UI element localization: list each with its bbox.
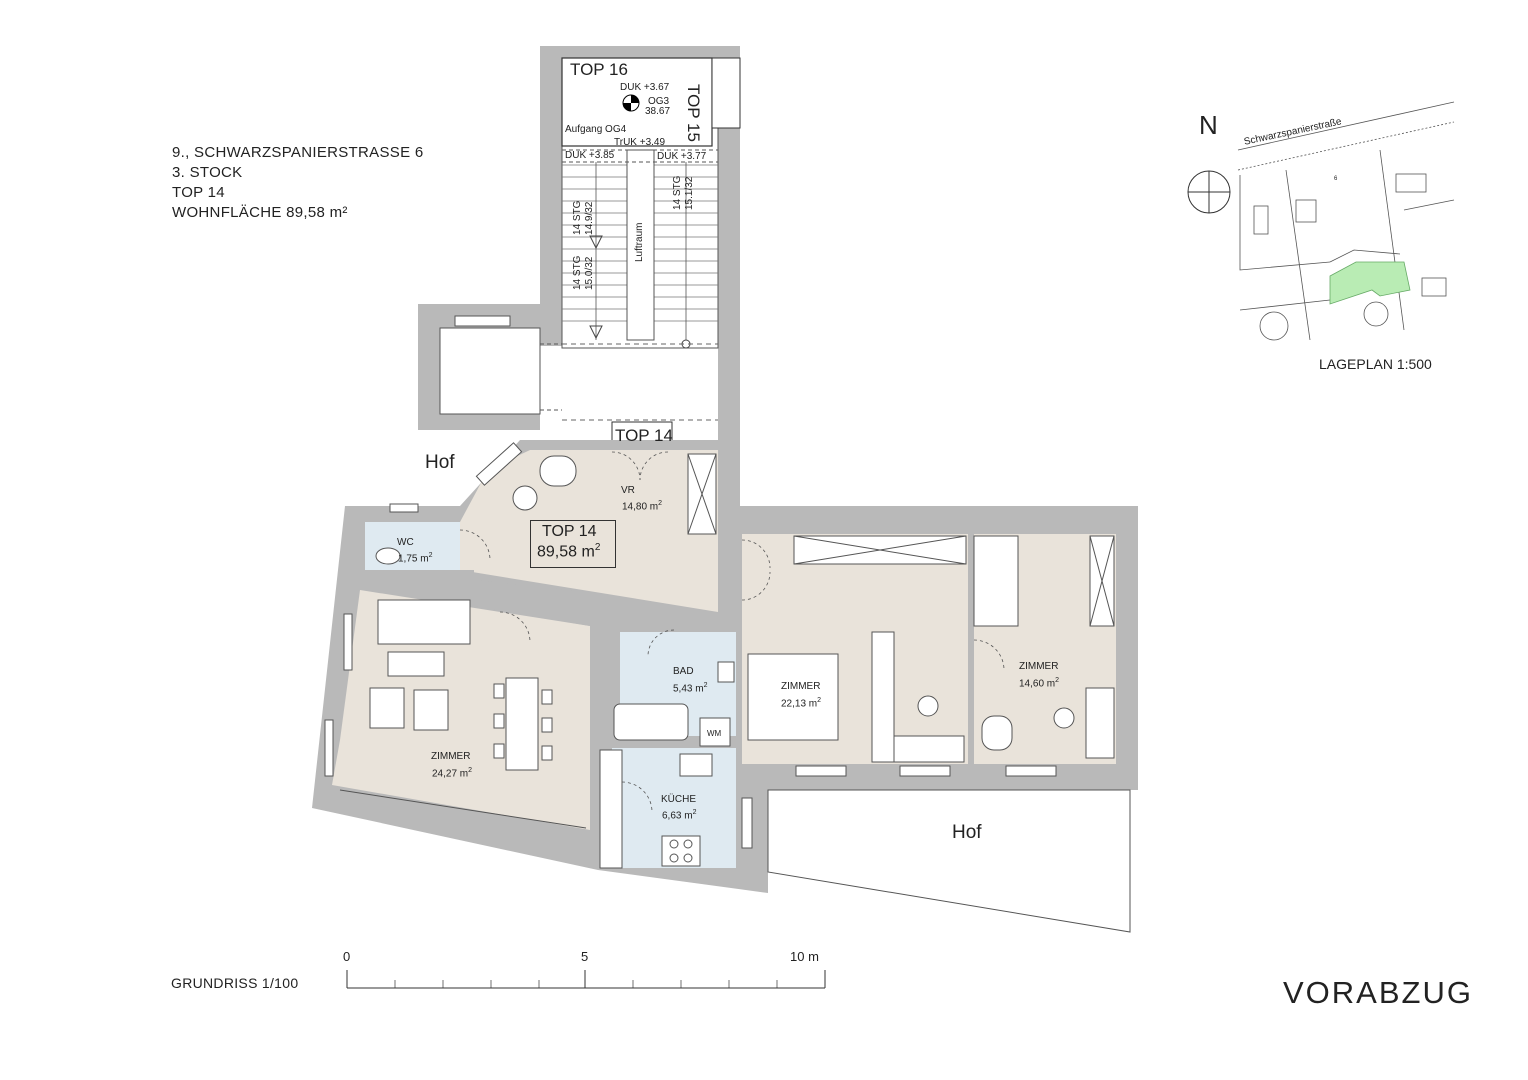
truk-label: TrUK +3.49 [614, 137, 666, 148]
furniture [324, 442, 1115, 869]
flight2-a: 14 STG [572, 255, 583, 290]
unit-line: TOP 14 [172, 184, 225, 201]
unit-name: TOP 14 [542, 523, 597, 540]
wc-area: 1,75 m2 [398, 552, 433, 565]
flight2-b: 15.0/32 [584, 256, 595, 290]
plot-number: 6 [1334, 176, 1338, 182]
lift-shaft [418, 304, 562, 430]
mid-room-area: 22,13 m2 [781, 697, 822, 710]
unit-area: 89,58 m2 [537, 542, 601, 561]
duk-level-label: DUK +3.67 [620, 82, 670, 93]
area-line: WOHNFLÄCHE 89,58 m² [172, 204, 348, 221]
living-name: ZIMMER [431, 751, 471, 762]
right-room-area: 14,60 m2 [1019, 677, 1060, 690]
stairwell [540, 46, 741, 451]
floor-line: 3. STOCK [172, 164, 243, 181]
right-room-name: ZIMMER [1019, 661, 1059, 672]
scale-tick-0: 0 [343, 949, 351, 964]
wc-name: WC [397, 537, 414, 548]
scale-bar [346, 970, 826, 989]
compass-icon [1187, 170, 1231, 214]
site-plan-caption: LAGEPLAN 1:500 [1319, 356, 1432, 372]
bad-area: 5,43 m2 [673, 682, 708, 695]
level-value-label: 38.67 [645, 106, 671, 117]
flight1-a: 14 STG [572, 200, 583, 235]
door-swings [459, 451, 1005, 813]
luftraum-label: Luftraum [634, 222, 645, 262]
living-area: 24,27 m2 [432, 767, 473, 780]
aufgang-label: Aufgang OG4 [565, 124, 627, 135]
scale-tick-5: 5 [581, 949, 589, 964]
kitchen-name: KÜCHE [661, 794, 697, 805]
flight1-b: 14.9/32 [584, 201, 595, 235]
plan-scale-caption: GRUNDRISS 1/100 [171, 975, 299, 991]
kitchen-area: 6,63 m2 [662, 809, 697, 822]
duk-right-label: DUK +3.77 [657, 151, 707, 162]
mid-room-name: ZIMMER [781, 681, 821, 692]
duk-left-label: DUK +3.85 [565, 150, 615, 161]
apartment-shell [312, 440, 1138, 933]
hof-bottom-label: Hof [952, 822, 982, 843]
top15-label: TOP 15 [684, 84, 703, 142]
scale-tick-10: 10 m [790, 949, 819, 964]
og3-label: OG3 [648, 96, 670, 107]
wm-label: WM [707, 729, 722, 738]
flight3-a: 14 STG [672, 175, 683, 210]
hof-top-label: Hof [425, 452, 455, 473]
draft-stamp: VORABZUG [1283, 975, 1473, 1010]
north-label: N [1199, 110, 1218, 140]
unit-label-box [530, 520, 616, 568]
address-line: 9., SCHWARZSPANIERSTRASSE 6 [172, 144, 424, 161]
bad-name: BAD [673, 666, 694, 677]
vr-name: VR [621, 485, 635, 496]
top14-door-label: TOP 14 [615, 426, 673, 445]
flight3-b: 15.1/32 [684, 176, 695, 210]
vr-area: 14,80 m2 [622, 500, 663, 513]
site-plan [1187, 101, 1455, 341]
top16-label: TOP 16 [570, 60, 628, 79]
project-info: 9., SCHWARZSPANIERSTRASSE 6 3. STOCK TOP… [172, 143, 423, 223]
